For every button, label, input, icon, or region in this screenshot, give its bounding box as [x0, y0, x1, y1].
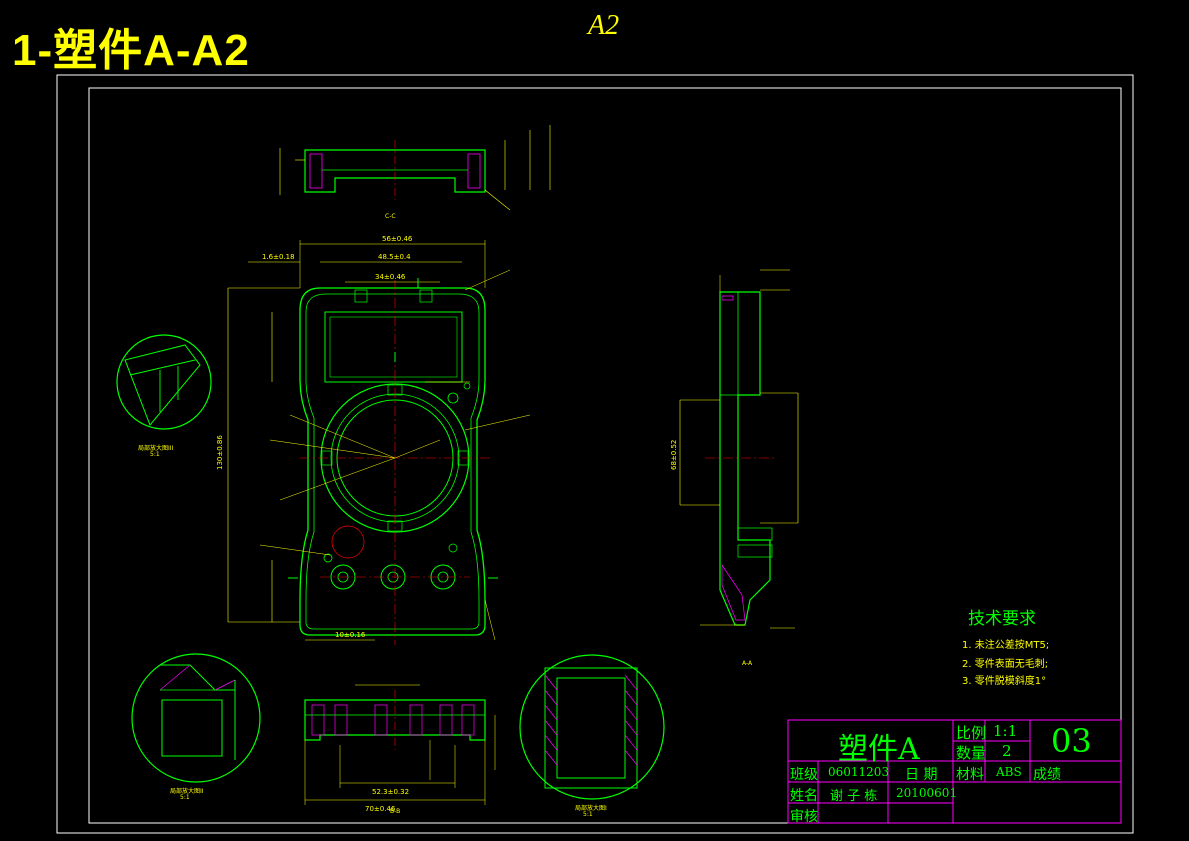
title-block-material-label: 材料: [956, 767, 984, 783]
title-block-date-label: 日 期: [905, 767, 938, 783]
section-cc-label: C-C: [385, 213, 396, 220]
dim-hole: 10±0.16: [335, 631, 366, 639]
tech-requirement-1: 1. 未注公差按MT5;: [962, 640, 1050, 651]
dim-top-width: 56±0.46: [382, 235, 413, 243]
title-block-class-value: 06011203: [828, 765, 890, 779]
detail-i-view: [519, 654, 665, 800]
dim-width-2: 48.5±0.4: [378, 253, 411, 261]
sheet-title: 1-塑件A-A2: [12, 26, 250, 75]
title-block-grid: [787, 719, 1122, 824]
dim-inner-width: 34±0.46: [375, 273, 406, 281]
title-block-date-value: 20100601: [896, 786, 958, 800]
sheet-size-label: A2: [588, 10, 620, 41]
tech-requirements-heading: 技术要求: [968, 609, 1036, 629]
detail-i-label: 局部放大图I: [575, 805, 607, 812]
detail-ii-scale: 5:1: [180, 794, 190, 801]
section-bb-view: [304, 684, 496, 805]
title-block-material-value: ABS: [996, 765, 1022, 779]
detail-iii-label: 局部放大图III: [138, 445, 174, 452]
dim-side-height: 68±0.52: [670, 440, 678, 470]
title-block-scale-label: 比例: [956, 724, 987, 742]
dim-side-left: 1.6±0.18: [262, 253, 295, 261]
front-view: [227, 240, 531, 645]
detail-iii-view: [116, 334, 212, 430]
dim-bottom-inner: 52.3±0.32: [372, 788, 409, 796]
detail-ii-view: [131, 653, 261, 783]
section-aa-view: [679, 269, 799, 629]
section-cc-view: [279, 125, 551, 211]
section-bb-label: B-B: [390, 808, 401, 815]
title-block-drawing-no: 03: [1051, 722, 1092, 760]
title-block-grade-label: 成绩: [1033, 767, 1061, 783]
title-block-name-value: 谢 子 栋: [830, 789, 878, 804]
detail-iii-scale: 5:1: [150, 451, 160, 458]
title-block-part-name: 塑件A: [838, 732, 920, 767]
inner-frame: [88, 87, 1122, 824]
detail-ii-label: 局部放大图II: [170, 788, 204, 795]
section-aa-label: A-A: [742, 660, 753, 667]
detail-i-scale: 5:1: [583, 811, 593, 818]
dim-bottom-width: 70±0.46: [365, 805, 396, 813]
dimension-labels: 56±0.46 48.5±0.4 34±0.46 1.6±0.18 130±0.…: [216, 235, 678, 813]
tech-requirement-2: 2. 零件表面无毛刺;: [962, 659, 1049, 670]
title-block-name-label: 姓名: [790, 788, 818, 804]
outer-frame: [56, 74, 1134, 834]
title-block-review-label: 审核: [790, 809, 818, 825]
title-block-qty-value: 2: [1002, 742, 1012, 760]
dim-height-main: 130±0.86: [216, 435, 224, 470]
title-block-class-label: 班级: [790, 767, 818, 783]
title-block-scale-value: 1:1: [993, 722, 1018, 740]
tech-requirement-3: 3. 零件脱模斜度1°: [962, 676, 1047, 687]
title-block-qty-label: 数量: [956, 744, 987, 762]
